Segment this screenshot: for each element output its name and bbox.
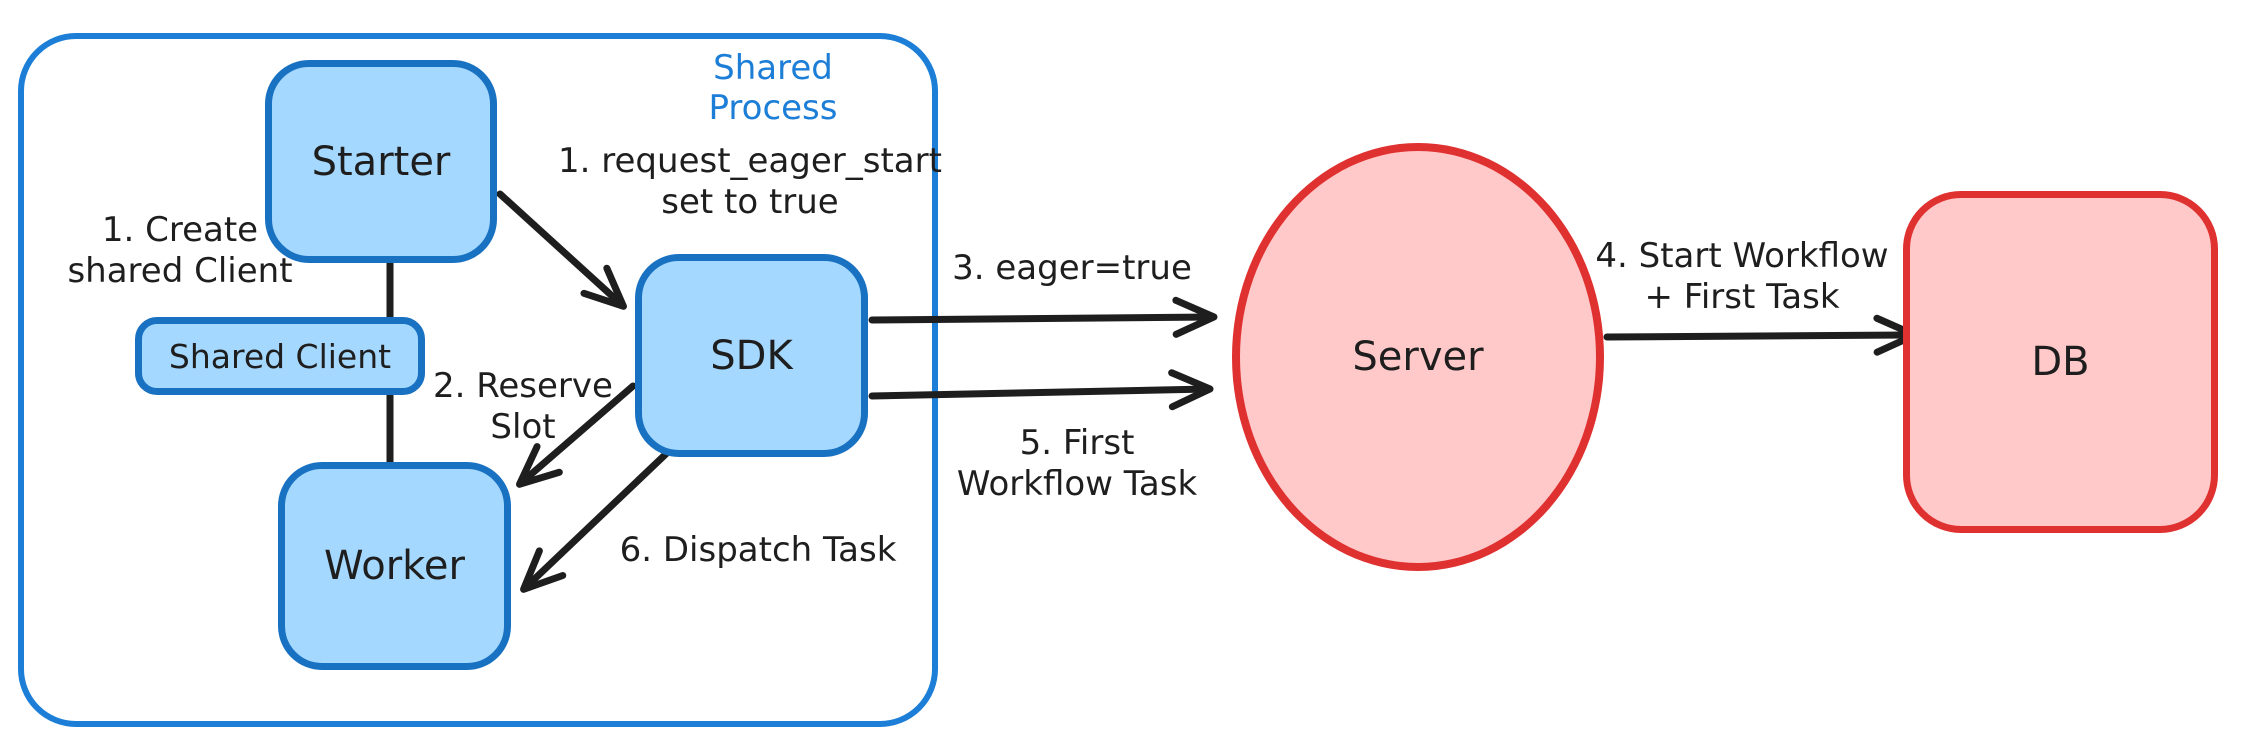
shared-process-label: Shared Process (708, 48, 838, 128)
node-shared-client: Shared Client (135, 317, 425, 395)
annotation-request-eager-start: 1. request_eager_start set to true (558, 141, 942, 223)
node-shared-client-label: Shared Client (168, 336, 392, 376)
node-server-label: Server (1352, 334, 1484, 380)
arrow-dispatch-task (520, 448, 672, 593)
node-sdk-label: SDK (710, 332, 793, 379)
node-worker: Worker (278, 462, 511, 670)
arrow-start-workflow (1603, 314, 1919, 356)
node-starter-label: Starter (311, 138, 451, 185)
annotation-start-workflow: 4. Start Workflow + First Task (1595, 236, 1889, 318)
arrow-reserve-slot (515, 382, 637, 488)
annotation-first-workflow-task: 5. First Workflow Task (956, 423, 1198, 505)
annotation-eager-true: 3. eager=true (952, 248, 1192, 288)
shared-process-container (18, 33, 938, 727)
node-worker-label: Worker (324, 543, 465, 589)
annotation-dispatch-task: 6. Dispatch Task (619, 530, 897, 570)
annotation-create-shared-client: 1. Create shared Client (67, 210, 293, 292)
node-server: Server (1232, 143, 1604, 571)
node-starter: Starter (265, 60, 497, 263)
annotation-reserve-slot: 2. Reserve Slot (433, 366, 613, 448)
node-db-label: DB (2031, 339, 2090, 385)
arrow-eager-true (868, 296, 1218, 338)
arrow-request-eager-start (496, 190, 627, 310)
arrow-first-workflow-task (868, 369, 1214, 411)
node-db: DB (1903, 191, 2218, 533)
node-sdk: SDK (635, 254, 868, 457)
